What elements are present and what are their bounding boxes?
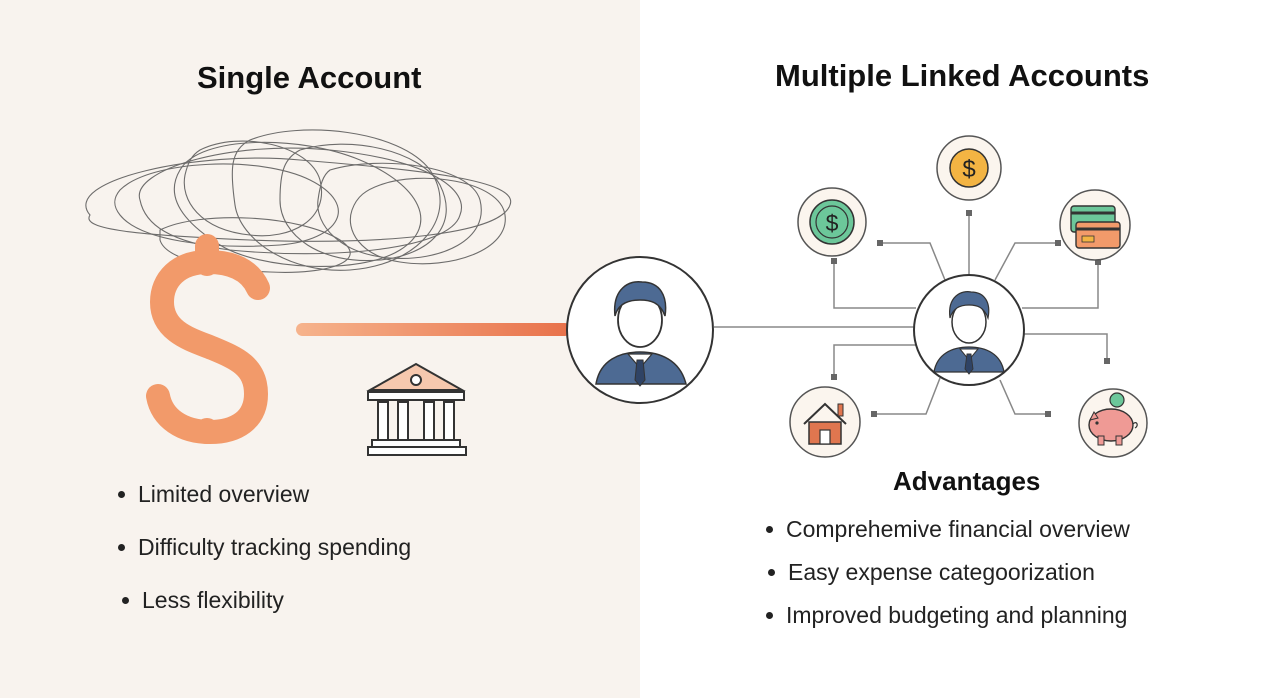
list-item: Less flexibility bbox=[121, 586, 411, 614]
single-account-connector bbox=[296, 323, 571, 336]
network-lines bbox=[833, 212, 1108, 415]
list-item: Improved budgeting and planning bbox=[766, 601, 1130, 629]
dollar-coin-icon-top: $ bbox=[936, 135, 1002, 201]
dollar-coin-top-label: $ bbox=[962, 156, 975, 183]
advantages-title: Advantages bbox=[893, 466, 1041, 496]
user-avatar-large bbox=[566, 256, 714, 404]
user-avatar-hub bbox=[913, 274, 1025, 386]
single-account-drawbacks-list: Limited overview Difficulty tracking spe… bbox=[117, 480, 412, 639]
single-account-panel bbox=[0, 0, 640, 698]
dollar-coin-icon-green: $ bbox=[797, 187, 867, 257]
list-item: Limited overview bbox=[117, 480, 411, 508]
multiple-accounts-title: Multiple Linked Accounts bbox=[775, 58, 1150, 93]
list-item: Comprehemive financial overview bbox=[766, 516, 1130, 542]
credit-cards-icon bbox=[1059, 189, 1131, 261]
house-icon bbox=[789, 386, 861, 458]
scribble-chaos-graphic bbox=[85, 129, 512, 273]
single-account-title: Single Account bbox=[197, 60, 422, 95]
network-nodes bbox=[831, 210, 1110, 417]
list-item: Difficulty tracking spending bbox=[117, 534, 412, 560]
big-dollar-label: $ bbox=[0, 0, 1, 1]
bank-icon bbox=[366, 362, 467, 456]
advantages-list: Comprehemive financial overview Easy exp… bbox=[766, 515, 1130, 644]
list-item: Easy expense categoorization bbox=[768, 558, 1130, 586]
big-dollar-icon: $ bbox=[0, 0, 270, 445]
piggy-bank-icon bbox=[1078, 388, 1148, 458]
dollar-coin-green-label: $ bbox=[826, 210, 839, 236]
